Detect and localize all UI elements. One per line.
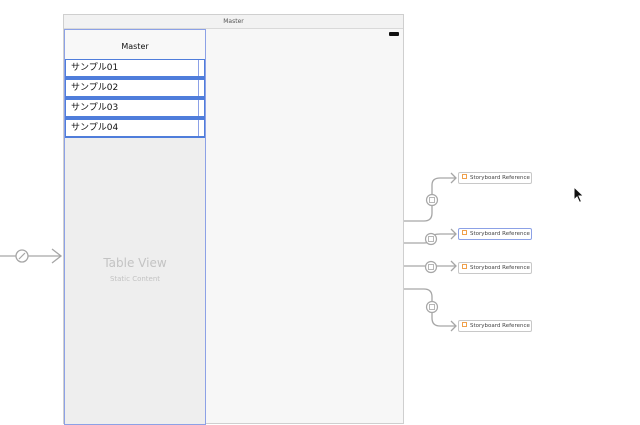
segue-1[interactable] — [404, 172, 457, 222]
cell-label: サンプル02 — [71, 83, 119, 93]
cell-separator — [65, 77, 205, 79]
nav-bar-title[interactable]: Master — [65, 30, 205, 59]
incoming-relationship-segue[interactable] — [0, 248, 63, 264]
storyboard-reference-icon — [462, 264, 467, 269]
segue-icon — [424, 260, 438, 274]
cell-label: サンプル01 — [71, 63, 119, 73]
storyboard-reference-1[interactable]: Storyboard Reference — [458, 172, 532, 184]
segue-icon — [424, 232, 438, 246]
table-cell-2[interactable]: サンプル02 — [65, 79, 205, 97]
cell-label: サンプル03 — [71, 103, 119, 113]
table-view[interactable]: Master サンプル01 サンプル02 サンプル03 サンプル04 Table… — [64, 29, 206, 425]
battery-icon — [389, 32, 399, 36]
storyboard-reference-label: Storyboard Reference — [470, 231, 530, 237]
cell-accessory — [198, 60, 199, 76]
table-view-placeholder-subtitle: Static Content — [109, 275, 161, 283]
cell-separator — [65, 117, 205, 119]
table-cell-3[interactable]: サンプル03 — [65, 99, 205, 117]
segue-icon — [425, 300, 439, 314]
mouse-pointer-icon — [573, 186, 585, 204]
storyboard-reference-icon — [462, 322, 467, 327]
cell-separator — [65, 97, 205, 99]
segue-2[interactable] — [404, 228, 457, 246]
cell-separator — [65, 136, 205, 138]
master-scene[interactable]: Master Master サンプル01 サンプル02 サンプル03 サンプル0… — [63, 14, 404, 425]
cell-accessory — [198, 80, 199, 96]
table-cell-4[interactable]: サンプル04 — [65, 119, 205, 137]
cell-accessory — [198, 120, 199, 136]
storyboard-reference-label: Storyboard Reference — [470, 175, 530, 181]
storyboard-reference-2[interactable]: Storyboard Reference — [458, 228, 532, 240]
storyboard-reference-3[interactable]: Storyboard Reference — [458, 262, 532, 274]
storyboard-reference-label: Storyboard Reference — [470, 265, 530, 271]
segue-icon — [425, 193, 439, 207]
cell-label: サンプル04 — [71, 123, 119, 133]
segue-4[interactable] — [404, 288, 457, 332]
storyboard-reference-icon — [462, 230, 467, 235]
table-cell-1[interactable]: サンプル01 — [65, 59, 205, 77]
storyboard-reference-icon — [462, 174, 467, 179]
segue-3[interactable] — [404, 260, 457, 274]
storyboard-reference-4[interactable]: Storyboard Reference — [458, 320, 532, 332]
cell-accessory — [198, 100, 199, 116]
table-view-placeholder-title: Table View — [103, 256, 167, 270]
scene-title[interactable]: Master — [64, 15, 403, 29]
storyboard-reference-label: Storyboard Reference — [470, 323, 530, 329]
